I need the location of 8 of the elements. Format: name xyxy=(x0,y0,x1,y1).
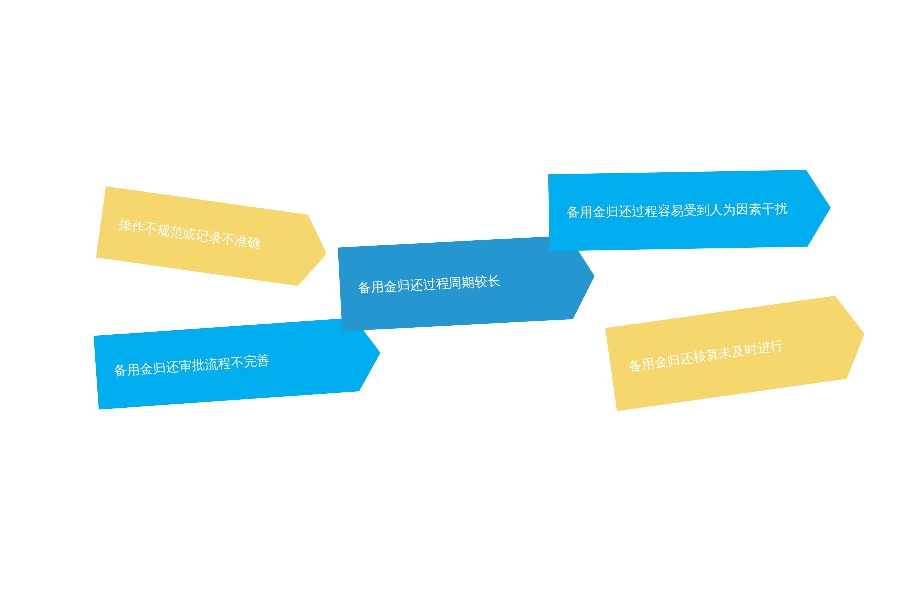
arrow-banner xyxy=(548,169,832,251)
banner-text: 备用金归还过程容易受到人为因素干扰 xyxy=(566,200,788,222)
banner-text: 备用金归还核算未及时进行 xyxy=(628,338,785,376)
banner-text: 备用金归还审批流程不完善 xyxy=(113,352,270,381)
banner-text: 操作不规范或记录不准确 xyxy=(118,216,262,254)
banner-text: 备用金归还过程周期较长 xyxy=(357,273,501,298)
arrow-banner xyxy=(337,234,597,332)
arrow-banner xyxy=(93,316,383,410)
